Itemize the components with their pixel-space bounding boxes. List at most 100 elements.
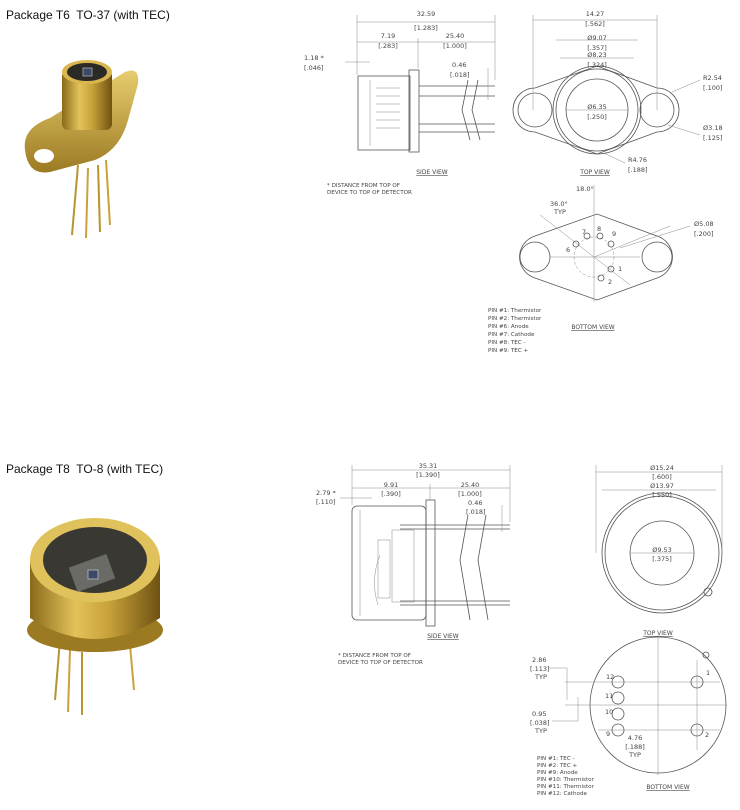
dimension-label: PIN #2: TEC + [537,763,578,769]
dimension-label: PIN #2: Thermistor [488,316,542,322]
dimension-label: [.018] [450,71,470,79]
dimension-label: [.038] [530,719,550,727]
dimension-label: R2.54 [703,74,722,82]
dimension-label: Ø8.23 [587,51,607,59]
dimension-label: PIN #1: TEC - [537,756,575,762]
t8-top-view-label: TOP VIEW [642,630,673,637]
t8-bottom-view: 12 11 10 9 1 2 2.86 [.113] TYP 0.95 [.03… [530,635,727,791]
dimension-label: 4.76 [628,734,642,742]
dimension-label: 2.79 * [316,489,337,497]
dimension-label: 8 [597,225,601,233]
dimension-label: 14.27 [586,10,605,18]
dimension-label: * DISTANCE FROM TOP OF [327,183,400,189]
dimension-label: [1.000] [443,42,467,50]
t6-bottom-view: 7 8 9 6 1 2 18.0° 36.0° TYP Ø5.08 [.200]… [519,185,714,331]
dimension-label: PIN #11: Thermistor [537,784,595,790]
dimension-label: 25.40 [446,32,465,40]
dimension-label: 6 [566,246,570,254]
dimension-label: Ø9.53 [652,546,672,554]
t6-side-view: 32.59 [1.283] 7.19 [.283] 25.40 [1.000] … [304,10,496,176]
dimension-label: [.324] [587,61,607,69]
dimension-label: 2 [705,731,709,739]
dimension-label: 12 [606,673,614,681]
t6-bottom-view-label: BOTTOM VIEW [571,324,614,331]
dimension-label: [.375] [652,555,672,563]
dimension-label: TYP [628,751,641,759]
dimension-label: 0.46 [452,61,466,69]
dimension-label: 2 [608,278,612,286]
t8-bottom-view-label: BOTTOM VIEW [646,784,689,791]
dimension-label: [.188] [628,166,648,174]
dimension-label: 25.40 [461,481,480,489]
t8-side-view-label: SIDE VIEW [427,633,459,640]
dimension-label: 11 [605,692,613,700]
dimension-label: 2.86 [532,656,546,664]
dimension-label: 9 [606,730,610,738]
dimension-label: PIN #6: Anode [488,324,529,330]
package-t6-title: Package T6 TO-37 (with TEC) [6,8,170,22]
t6-product-photo [24,60,139,239]
dimension-label: [.283] [378,42,398,50]
dimension-label: PIN #9: Anode [537,770,578,776]
dimension-label: [.046] [304,64,324,72]
dimension-label: 7 [582,228,586,236]
dimension-label: PIN #12: Cathode [537,791,587,797]
dimension-label: PIN #1: Thermistor [488,308,542,314]
dimension-label: DEVICE TO TOP OF DETECTOR [327,190,412,196]
dimension-label: [.562] [585,20,605,28]
package-t8-title: Package T8 TO-8 (with TEC) [6,462,164,476]
dimension-label: PIN #8: TEC - [488,340,526,346]
dimension-label: [.600] [652,473,672,481]
t8-product-photo [27,518,163,715]
dimension-label: [.250] [587,113,607,121]
dimension-label: R4.76 [628,156,647,164]
dimension-label: TYP [534,727,547,735]
dimension-label: 10 [605,708,613,716]
dimension-label: 7.19 [381,32,395,40]
dimension-label: [.125] [703,134,723,142]
dimension-label: 1 [706,669,710,677]
t6-side-view-label: SIDE VIEW [416,169,448,176]
dimension-label: 9.91 [384,481,398,489]
dimension-label: Ø13.97 [650,482,674,490]
t8-top-view: Ø15.24 [.600] Ø13.97 [.550] Ø9.53 [.375]… [595,464,723,637]
dimension-label: [1.283] [414,24,438,32]
dimension-label: 18.0° [576,185,594,193]
dimension-label: PIN #7: Cathode [488,332,535,338]
t8-pin-list: PIN #1: TEC - PIN #2: TEC + PIN #9: Anod… [537,756,595,797]
dimension-label: 1.18 * [304,54,325,62]
dimension-label: [.188] [625,743,645,751]
dimension-label: TYP [553,208,566,216]
dimension-label: 0.95 [532,710,546,718]
t6-top-view-label: TOP VIEW [579,169,610,176]
dimension-label: [.200] [694,230,714,238]
dimension-label: PIN #9: TEC + [488,348,529,354]
dimension-label: 35.31 [419,462,438,470]
dimension-label: [.018] [466,508,486,516]
dimension-label: 1 [618,265,622,273]
dimension-label: [1.000] [458,490,482,498]
dimension-label: TYP [534,673,547,681]
dimension-label: * DISTANCE FROM TOP OF [338,653,411,659]
dimension-label: Ø15.24 [650,464,674,472]
dimension-label: Ø9.07 [587,34,607,42]
dimension-label: 0.46 [468,499,482,507]
dimension-label: [.550] [652,491,672,499]
dimension-label: 32.59 [417,10,436,18]
dimension-label: DEVICE TO TOP OF DETECTOR [338,660,423,666]
t8-side-view: 35.31 [1.390] 9.91 [.390] 25.40 [1.000] … [316,462,511,640]
dimension-label: [1.390] [416,471,440,479]
dimension-label: [.110] [316,498,336,506]
dimension-label: [.357] [587,44,607,52]
t6-pin-list: PIN #1: Thermistor PIN #2: Thermistor PI… [488,308,542,354]
dimension-label: Ø3.18 [703,124,723,132]
dimension-label: PIN #10: Thermistor [537,777,595,783]
dimension-label: Ø5.08 [694,220,714,228]
dimension-label: [.100] [703,84,723,92]
dimension-label: [.390] [381,490,401,498]
dimension-label: 9 [612,230,616,238]
t6-top-view: 14.27 [.562] Ø9.07 [.357] Ø8.23 [.324] Ø… [512,10,723,176]
dimension-label: Ø6.35 [587,103,607,111]
dimension-label: 36.0° [550,200,568,208]
